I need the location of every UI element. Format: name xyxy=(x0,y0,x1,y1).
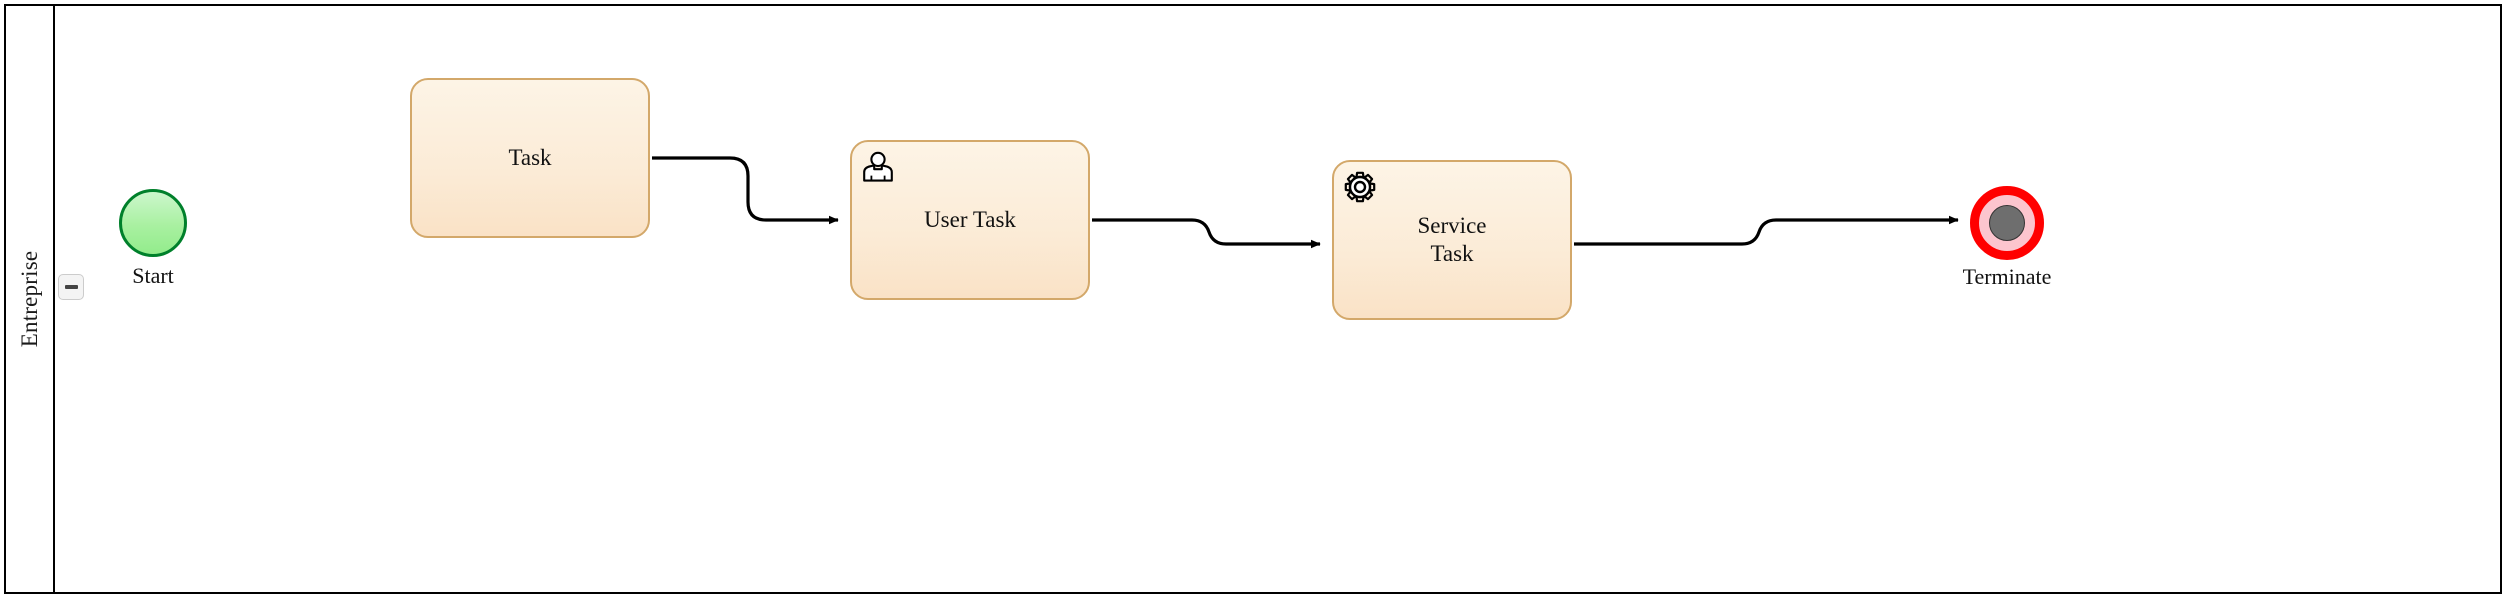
start-event-label: Start xyxy=(132,263,174,288)
terminate-event-label: Terminate xyxy=(1962,264,2052,289)
task-label: Task xyxy=(508,144,552,170)
lane-header[interactable]: Entreprise xyxy=(6,6,55,592)
minus-icon xyxy=(64,285,78,289)
service-task-label: Service Task xyxy=(1417,212,1487,266)
terminate-outer-ring xyxy=(1970,186,2044,260)
start-event-circle xyxy=(119,189,187,257)
user-task-node[interactable]: User Task xyxy=(850,140,1090,300)
user-icon xyxy=(861,150,895,184)
task-node[interactable]: Task xyxy=(410,78,650,238)
user-task-label: User Task xyxy=(924,206,1016,232)
lane-title: Entreprise xyxy=(16,250,42,348)
service-task-node[interactable]: Service Task xyxy=(1332,160,1572,320)
terminate-end-event[interactable]: Terminate xyxy=(1963,186,2051,289)
process-pool: Entreprise xyxy=(4,4,2502,594)
start-event[interactable]: Start xyxy=(119,189,187,288)
terminate-icon xyxy=(1989,205,2025,241)
gear-icon xyxy=(1343,170,1377,204)
collapse-lane-button[interactable] xyxy=(58,274,84,300)
